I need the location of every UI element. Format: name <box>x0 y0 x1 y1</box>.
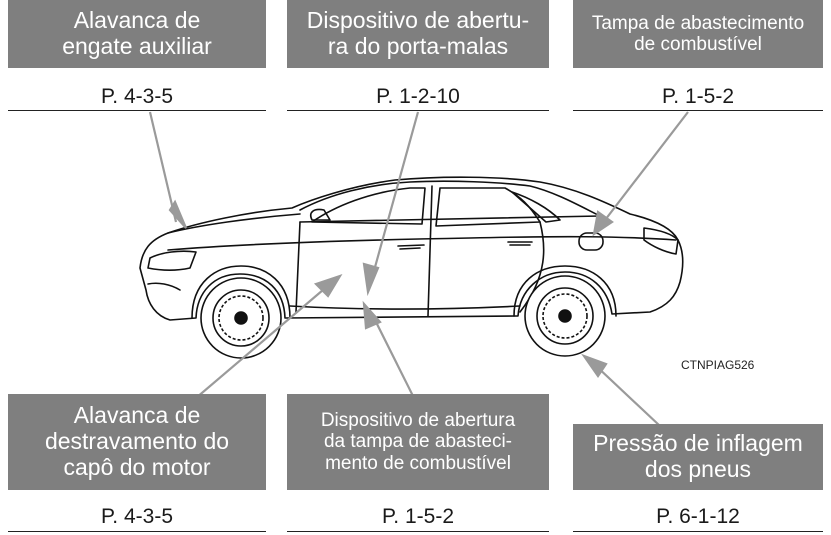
callout-title-line: da tampa de abasteci- <box>323 431 512 453</box>
front-grille <box>147 282 181 291</box>
front-door-edge <box>295 221 301 313</box>
hood-line <box>167 213 301 234</box>
arrow-fuel-door <box>592 111 689 237</box>
b-pillar-edge <box>427 185 433 317</box>
side-sill <box>289 305 521 310</box>
arrow-fuel-door-opener <box>362 300 415 399</box>
callout-trunk-opener-page: P. 1-2-10 <box>376 85 460 108</box>
callout-tow-hook-lever-page: P. 4-3-5 <box>101 85 173 108</box>
callout-title-line: Alavanca de <box>73 7 201 34</box>
callout-fuel-door-title: Tampa de abastecimento de combustível <box>573 0 823 68</box>
taillight <box>643 227 679 255</box>
callout-title-line: Dispositivo de abertu- <box>306 7 530 34</box>
front-door-handle <box>397 244 425 250</box>
callout-tow-hook-lever-title: Alavanca de engate auxiliar <box>8 0 266 68</box>
car-body-outline <box>139 176 684 321</box>
callout-title-line: Tampa de abastecimento <box>591 12 805 34</box>
callout-title-line: de combustível <box>634 34 762 55</box>
arrow-tire-pressure <box>581 353 661 427</box>
front-wheel-arch <box>191 265 291 319</box>
window-frame <box>299 180 601 223</box>
front-window <box>311 187 426 225</box>
callout-fuel-door-opener-page: P. 1-5-2 <box>382 505 454 528</box>
callout-title-line: capô do motor <box>63 453 211 480</box>
rear-quarter-glass <box>511 191 561 223</box>
callout-title-line: Dispositivo de abertura <box>320 410 516 432</box>
callout-hood-release-lever-page: P. 4-3-5 <box>101 505 173 528</box>
divider-rule <box>573 110 823 111</box>
callout-title-line: ra do porta-malas <box>327 33 509 59</box>
divider-rule <box>287 531 549 532</box>
rear-door-handle <box>507 241 533 246</box>
divider-rule <box>8 531 266 532</box>
callout-title-line: dos pneus <box>644 456 752 482</box>
divider-rule <box>287 110 549 111</box>
callout-title-line: mento de combustível <box>325 452 511 474</box>
callout-fuel-door-page: P. 1-5-2 <box>662 85 734 108</box>
divider-rule <box>573 531 823 532</box>
headlight <box>147 250 197 272</box>
rear-wheel <box>524 275 606 357</box>
callout-title-line: destravamento do <box>44 428 230 455</box>
rear-window <box>435 187 541 227</box>
rear-wheel-arch <box>513 265 617 317</box>
callout-tire-pressure-title: Pressão de inflagem dos pneus <box>573 424 823 490</box>
divider-rule <box>8 110 266 111</box>
body-character-line <box>167 235 677 251</box>
arrow-hood-release-lever <box>195 274 343 399</box>
callout-hood-release-lever-title: Alavanca de destravamento do capô do mot… <box>8 394 266 490</box>
callout-fuel-door-opener-title: Dispositivo de abertura da tampa de abas… <box>287 394 549 490</box>
fuel-door <box>578 232 604 251</box>
front-wheel <box>200 277 282 359</box>
arrow-trunk-opener <box>362 111 420 297</box>
callout-title-line: Alavanca de <box>73 402 201 429</box>
callout-tire-pressure-page: P. 6-1-12 <box>656 505 740 528</box>
arrow-tow-hook-lever <box>148 111 188 229</box>
callout-trunk-opener-title: Dispositivo de abertu- ra do porta-malas <box>287 0 549 68</box>
image-code: CTNPIAG526 <box>681 358 755 372</box>
callout-title-line: engate auxiliar <box>62 33 212 59</box>
callout-title-line: Pressão de inflagem <box>593 430 803 457</box>
side-mirror <box>309 208 331 221</box>
